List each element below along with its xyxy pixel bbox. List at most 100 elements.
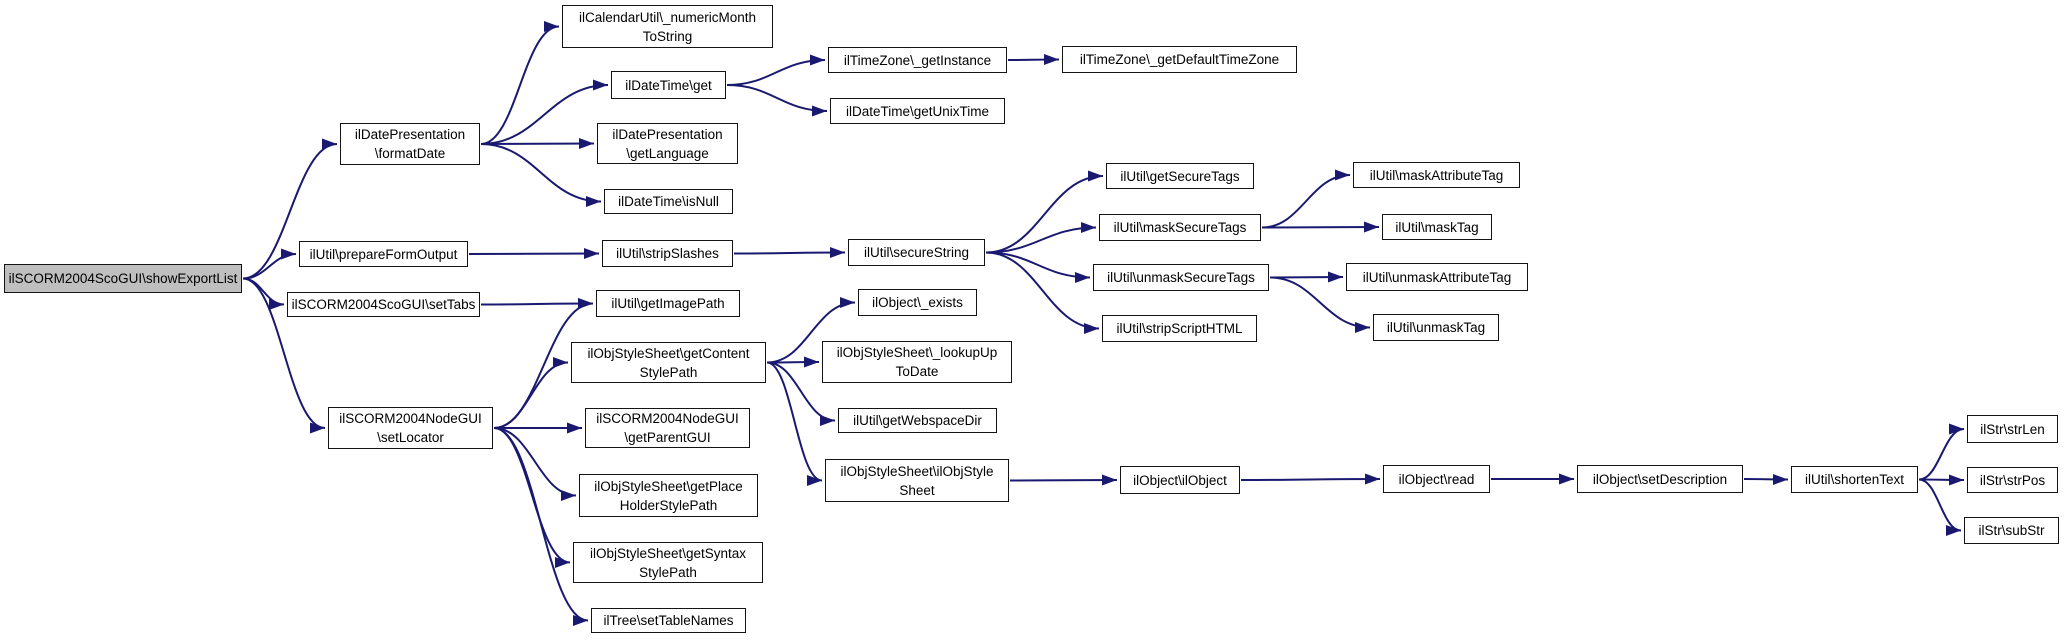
graph-node-label: ilUtil\getWebspaceDir bbox=[853, 413, 982, 428]
graph-node-label: ilUtil\unmaskAttributeTag bbox=[1362, 269, 1512, 285]
graph-node-getImagePath[interactable]: ilUtil\getImagePath bbox=[596, 290, 740, 317]
graph-node-label: ilSCORM2004NodeGUI bbox=[596, 411, 739, 426]
graph-node-unmaskTag[interactable]: ilUtil\unmaskTag bbox=[1373, 314, 1499, 341]
graph-node-label: ilObjStyleSheet\_lookupUp bbox=[836, 345, 998, 360]
graph-edge-setLocator-setTableNames bbox=[493, 427, 589, 626]
graph-edge-dateTimeGet-getUnixTime bbox=[726, 84, 828, 117]
graph-node-label: ilDatePresentation bbox=[354, 127, 466, 142]
graph-node-objectExists[interactable]: ilObject\_exists bbox=[858, 289, 977, 316]
graph-edge-formatDate-getLanguage bbox=[480, 138, 595, 150]
graph-node-label: StylePath bbox=[639, 364, 698, 380]
graph-node-objectRead[interactable]: ilObject\read bbox=[1383, 465, 1490, 493]
graph-node-prepareFormOutput[interactable]: ilUtil\prepareFormOutput bbox=[299, 241, 468, 267]
graph-node-subStr[interactable]: ilStr\subStr bbox=[1964, 517, 2059, 544]
graph-node-getParentGUI[interactable]: ilSCORM2004NodeGUI\getParentGUI bbox=[585, 408, 750, 448]
graph-node-unmaskSecureTags[interactable]: ilUtil\unmaskSecureTags bbox=[1093, 264, 1269, 291]
graph-node-maskSecureTags[interactable]: ilUtil\maskSecureTags bbox=[1099, 214, 1261, 241]
graph-node-strLen[interactable]: ilStr\strLen bbox=[1967, 415, 2058, 443]
graph-node-label: StylePath bbox=[639, 564, 697, 580]
graph-node-label: ilUtil\maskAttributeTag bbox=[1369, 167, 1504, 183]
graph-edge-secureString-getSecureTags bbox=[985, 170, 1104, 254]
graph-node-label: ilObject\read bbox=[1398, 471, 1475, 487]
graph-node-label: ilObject\_exists bbox=[872, 295, 963, 310]
graph-node-label: ilDatePresentation bbox=[612, 126, 723, 142]
graph-node-label: ilCalendarUtil\_numericMonth bbox=[578, 9, 757, 25]
graph-node-getWebspaceDir[interactable]: ilUtil\getWebspaceDir bbox=[838, 408, 997, 433]
graph-node-getDefaultTimeZone[interactable]: ilTimeZone\_getDefaultTimeZone bbox=[1062, 46, 1297, 73]
graph-node-label: ilUtil\getSecureTags bbox=[1120, 168, 1240, 184]
graph-node-label: ilDateTime\getUnixTime bbox=[845, 103, 990, 119]
graph-node-label: ilObjStyleSheet\getSyntax bbox=[589, 545, 747, 561]
graph-node-label: Sheet bbox=[899, 482, 935, 498]
graph-edge-showExportList-setLocator bbox=[242, 277, 326, 434]
graph-edge-getContentStylePath-lookupUpToDate bbox=[766, 356, 820, 368]
graph-edge-shortenText-strLen bbox=[1918, 423, 1965, 481]
graph-node-shortenText[interactable]: ilUtil\shortenText bbox=[1791, 466, 1918, 493]
graph-node-stripScriptHTML[interactable]: ilUtil\stripScriptHTML bbox=[1102, 315, 1257, 342]
graph-edge-getContentStylePath-ilObjStyleSheetCtor bbox=[766, 361, 823, 486]
graph-edge-unmaskSecureTags-unmaskTag bbox=[1269, 276, 1371, 333]
graph-edge-shortenText-subStr bbox=[1918, 478, 1962, 536]
graph-node-label: \getLanguage bbox=[626, 145, 709, 161]
graph-edge-formatDate-isNull bbox=[480, 143, 602, 207]
graph-edge-getInstance-getDefaultTimeZone bbox=[1007, 54, 1060, 66]
graph-edge-dateTimeGet-getInstance bbox=[726, 54, 826, 86]
graph-node-getInstance[interactable]: ilTimeZone\_getInstance bbox=[828, 47, 1007, 73]
graph-edge-unmaskSecureTags-unmaskAttributeTag bbox=[1269, 271, 1344, 283]
graph-edge-shortenText-strPos bbox=[1918, 474, 1965, 486]
graph-node-label: ilUtil\shortenText bbox=[1804, 472, 1905, 487]
graph-edge-formatDate-dateTimeGet bbox=[480, 79, 609, 145]
graph-node-dateTimeGet[interactable]: ilDateTime\get bbox=[611, 71, 726, 99]
graph-node-label: ilDateTime\get bbox=[625, 77, 712, 93]
graph-node-unmaskAttributeTag[interactable]: ilUtil\unmaskAttributeTag bbox=[1346, 263, 1528, 291]
graph-node-setTabs[interactable]: ilSCORM2004ScoGUI\setTabs bbox=[287, 292, 480, 317]
graph-edge-secureString-maskSecureTags bbox=[985, 222, 1097, 254]
graph-node-stripSlashes[interactable]: ilUtil\stripSlashes bbox=[602, 240, 733, 267]
graph-node-label: ilUtil\maskSecureTags bbox=[1113, 220, 1247, 235]
graph-node-label: ilObject\setDescription bbox=[1592, 471, 1728, 487]
graph-edge-setTabs-getImagePath bbox=[480, 298, 594, 310]
graph-edge-setLocator-getContentStylePath bbox=[493, 357, 569, 429]
graph-node-label: ilObjStyleSheet\getPlace bbox=[594, 478, 743, 494]
graph-edge-secureString-stripScriptHTML bbox=[985, 251, 1100, 334]
graph-node-setDescription[interactable]: ilObject\setDescription bbox=[1577, 465, 1743, 493]
graph-node-setLocator[interactable]: ilSCORM2004NodeGUI\setLocator bbox=[328, 407, 493, 449]
graph-edge-maskSecureTags-maskAttributeTag bbox=[1261, 169, 1351, 229]
graph-node-label: ilDateTime\isNull bbox=[618, 194, 719, 209]
graph-node-label: ilSCORM2004ScoGUI\setTabs bbox=[291, 297, 476, 312]
graph-node-label: ilSCORM2004ScoGUI\showExportList bbox=[8, 271, 238, 286]
graph-node-secureString[interactable]: ilUtil\secureString bbox=[848, 239, 985, 266]
graph-node-label: ilUtil\prepareFormOutput bbox=[309, 246, 458, 262]
graph-node-label: HolderStylePath bbox=[619, 497, 718, 513]
graph-edge-secureString-unmaskSecureTags bbox=[985, 251, 1091, 283]
graph-node-setTableNames[interactable]: ilTree\setTableNames bbox=[591, 608, 746, 633]
graph-node-maskAttributeTag[interactable]: ilUtil\maskAttributeTag bbox=[1353, 162, 1520, 188]
graph-node-isNull[interactable]: ilDateTime\isNull bbox=[604, 189, 733, 214]
graph-node-label: ilUtil\unmaskTag bbox=[1386, 320, 1486, 335]
graph-node-getSecureTags[interactable]: ilUtil\getSecureTags bbox=[1106, 163, 1254, 189]
graph-node-label: ilUtil\stripSlashes bbox=[616, 246, 719, 261]
graph-node-maskTag[interactable]: ilUtil\maskTag bbox=[1382, 214, 1492, 240]
graph-node-getUnixTime[interactable]: ilDateTime\getUnixTime bbox=[830, 98, 1005, 124]
graph-edge-showExportList-prepareFormOutput bbox=[242, 248, 297, 280]
graph-edge-getContentStylePath-objectExists bbox=[766, 297, 856, 364]
graph-node-formatDate[interactable]: ilDatePresentation \formatDate bbox=[340, 123, 480, 165]
graph-node-getLanguage[interactable]: ilDatePresentation \getLanguage bbox=[597, 123, 738, 164]
graph-edge-setLocator-getPlaceHolderStylePath bbox=[493, 427, 577, 501]
graph-edge-stripSlashes-secureString bbox=[733, 247, 846, 259]
graph-node-label: ilTimeZone\_getDefaultTimeZone bbox=[1079, 52, 1280, 67]
graph-edge-formatDate-numericMonthToString bbox=[480, 21, 560, 145]
graph-node-label: ilUtil\secureString bbox=[863, 245, 970, 260]
graph-node-ilObjectCtor[interactable]: ilObject\ilObject bbox=[1120, 466, 1240, 494]
graph-node-label: ilTimeZone\_getInstance bbox=[843, 52, 992, 68]
graph-node-strPos[interactable]: ilStr\strPos bbox=[1967, 467, 2058, 493]
graph-node-label: \formatDate bbox=[374, 146, 446, 161]
graph-edge-ilObjStyleSheetCtor-ilObjectCtor bbox=[1009, 474, 1118, 486]
